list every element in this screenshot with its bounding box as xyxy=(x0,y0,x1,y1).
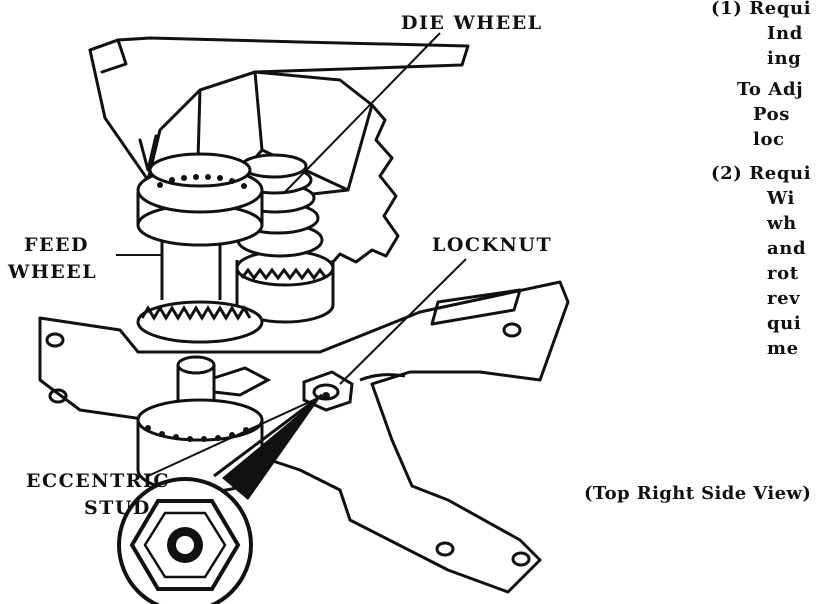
spring-clip xyxy=(213,366,272,397)
text-line: me xyxy=(767,338,799,359)
callout-wedge xyxy=(222,395,322,500)
text-line: qui xyxy=(767,313,802,334)
leader-eccentric-stud xyxy=(147,397,319,477)
text-line: Ind xyxy=(767,23,803,44)
bracket-slot xyxy=(138,134,158,172)
eccentric-stud-detail xyxy=(117,477,253,604)
text-line: To Adj xyxy=(737,79,804,100)
text-line: loc xyxy=(753,129,785,150)
plate-slot xyxy=(430,288,522,326)
label-eccentric-stud-line2: STUD xyxy=(84,497,151,519)
text-line: Pos xyxy=(753,104,790,125)
feed-wheel-teeth xyxy=(140,305,252,321)
text-line: wh xyxy=(767,213,797,234)
text-line: (2) Requi xyxy=(711,163,812,184)
text-line: Wi xyxy=(767,188,795,209)
torn-edge xyxy=(324,103,400,272)
leader-locknut xyxy=(339,258,467,385)
text-line: rev xyxy=(767,288,801,309)
bracket-tab xyxy=(88,38,128,74)
plate-cutout xyxy=(359,373,406,382)
label-eccentric-stud-line1: ECCENTRIC xyxy=(26,470,171,492)
label-locknut: LOCKNUT xyxy=(432,234,553,256)
label-die-wheel: DIE WHEEL xyxy=(401,12,543,34)
knurled-knob-top xyxy=(136,398,264,442)
text-line: (1) Requi xyxy=(711,0,812,19)
text-line: ing xyxy=(767,48,802,69)
leader-die-wheel xyxy=(284,32,441,193)
label-feed-wheel-line1: FEED xyxy=(24,234,89,256)
text-line: rot xyxy=(767,263,799,284)
die-wheel-teeth xyxy=(240,267,328,281)
label-feed-wheel-line2: WHEEL xyxy=(8,261,98,283)
text-line: and xyxy=(767,238,807,259)
upper-bracket xyxy=(88,36,470,182)
figure-caption: (Top Right Side View) xyxy=(584,483,812,504)
